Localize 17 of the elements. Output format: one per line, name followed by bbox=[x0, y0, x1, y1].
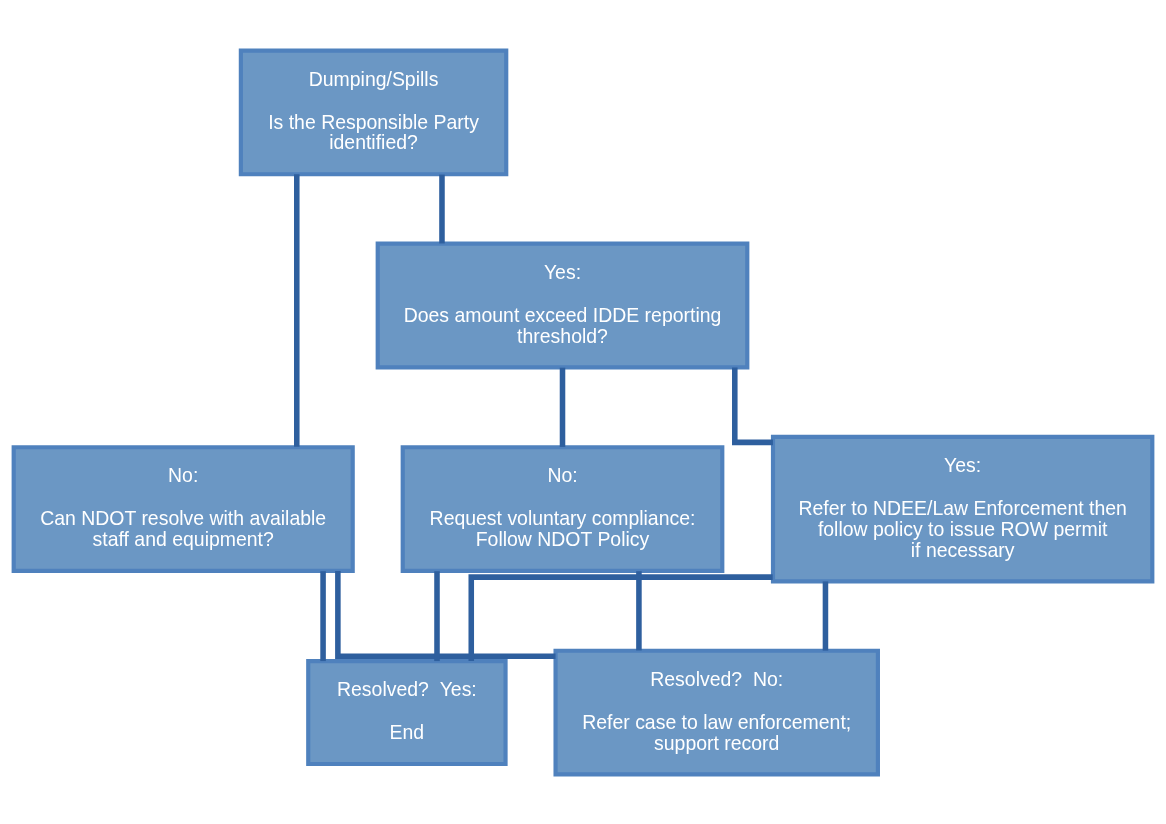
connector bbox=[434, 570, 440, 661]
connector bbox=[468, 573, 773, 661]
node-box: Dumping/Spills Is the Responsible Party identified? bbox=[238, 47, 509, 176]
connector bbox=[636, 570, 642, 650]
node-box: Resolved? Yes: End bbox=[306, 658, 508, 766]
connector bbox=[335, 570, 556, 659]
connector bbox=[732, 367, 773, 445]
connector bbox=[559, 367, 566, 447]
node-box: Yes: Refer to NDEE/Law Enforcement then follow policy to issue ROW permit if necessary bbox=[770, 434, 1155, 583]
connector bbox=[822, 580, 829, 651]
connector bbox=[320, 570, 326, 661]
node-box: Resolved? No: Refer case to law enforcement; support record bbox=[553, 648, 880, 777]
node-box: No: Request voluntary compliance: Follow NDOT Policy bbox=[400, 444, 725, 573]
node-box: Yes: Does amount exceed IDDE reporting threshold? bbox=[375, 241, 750, 369]
connector bbox=[439, 174, 445, 243]
node-box: No: Can NDOT resolve with available staff and equipment? bbox=[11, 444, 355, 573]
connector bbox=[294, 173, 300, 447]
